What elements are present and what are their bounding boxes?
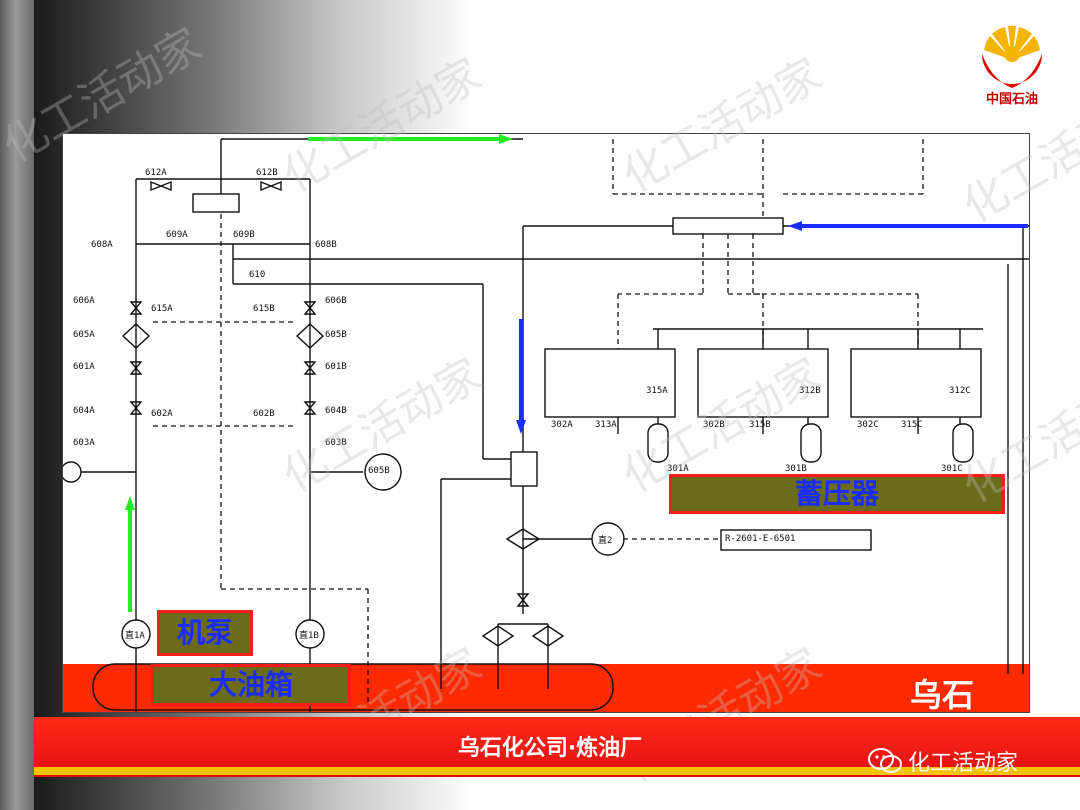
valve-label: 608A (91, 240, 113, 250)
valve-label: 302C (857, 420, 879, 430)
valve-label: 603A (73, 438, 95, 448)
valve-label: 604A (73, 406, 95, 416)
valve-label: 606B (325, 296, 347, 306)
valve-label: 601B (325, 362, 347, 372)
valve-label: 605B (368, 466, 390, 476)
valve-label: 615B (253, 304, 275, 314)
footer-title: 乌石化公司·炼油厂 (457, 736, 643, 761)
valve-label: 301C (941, 464, 963, 474)
valve-label: 609A (166, 230, 188, 240)
valve-label: 302B (703, 420, 725, 430)
valve-label: 603B (325, 438, 347, 448)
valve-label: 315B (749, 420, 771, 430)
valve-label: 604B (325, 406, 347, 416)
cnpc-logo: 中国石油 (962, 20, 1062, 110)
pump-label: 直1B (299, 631, 319, 641)
wechat-icon (868, 748, 902, 773)
accumulator-label: 蓄压器 (669, 474, 1005, 514)
valve-label: 610 (249, 270, 266, 280)
valve-label: 605A (73, 330, 95, 340)
valve-label: 312B (799, 386, 821, 396)
left-strip (0, 0, 34, 810)
logo-text: 中国石油 (985, 92, 1038, 107)
tank-box-label: 大油箱 (151, 664, 351, 706)
valve-label: 602B (253, 409, 275, 419)
valve-label: 606A (73, 296, 95, 306)
piping-schematic (63, 134, 1029, 712)
valve-label: 608B (315, 240, 337, 250)
valve-label: 612A (145, 168, 167, 178)
valve-label: 601A (73, 362, 95, 372)
valve-label: 315C (901, 420, 923, 430)
valve-label: 612B (256, 168, 278, 178)
brand-name: 化工活动家 (908, 751, 1019, 776)
valve-label: 312C (949, 386, 971, 396)
valve-label: 315A (646, 386, 668, 396)
valve-label: 605B (325, 330, 347, 340)
pump-box-label: 机泵 (157, 610, 253, 656)
valve-label: 602A (151, 409, 173, 419)
hydraulic-diagram: 612A 612B 609A 609B 608A 608B 610 606A 6… (62, 133, 1030, 713)
valve-label: 615A (151, 304, 173, 314)
valve-label: 609B (233, 230, 255, 240)
pump-label: 直1A (125, 631, 145, 641)
footer-stripe (34, 767, 1080, 775)
valve-label: 301B (785, 464, 807, 474)
valve-label: 313A (595, 420, 617, 430)
unit-name-text: 乌石 (910, 676, 975, 714)
valve-label: 302A (551, 420, 573, 430)
cnpc-logo-icon (982, 25, 1042, 88)
instrument-label: 直2 (598, 536, 613, 546)
valve-label: 301A (667, 464, 689, 474)
brand-tag: 化工活动家 (868, 745, 1018, 777)
instrument-tag: R-2601-E-6501 (725, 534, 796, 544)
